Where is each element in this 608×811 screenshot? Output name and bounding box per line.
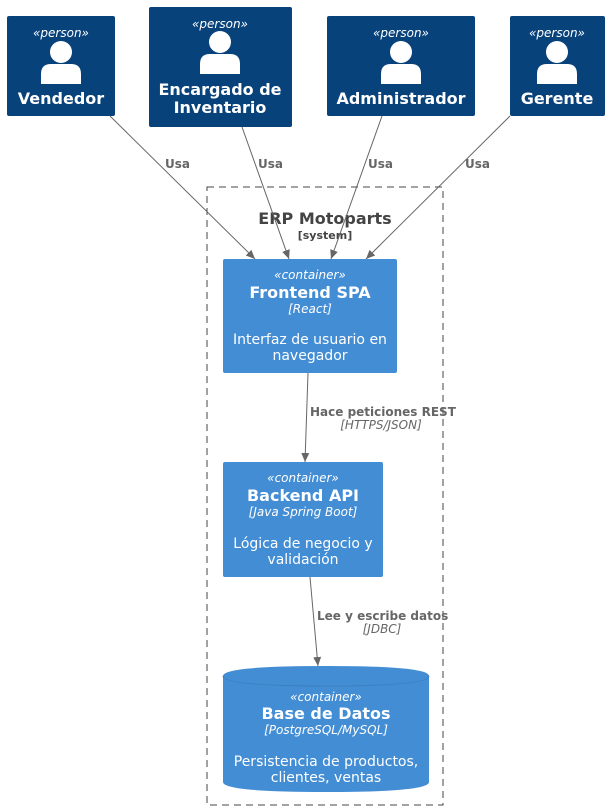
boundary-title: ERP Motoparts (258, 209, 391, 228)
person-name-line2: Inventario (174, 98, 267, 117)
person-name: Administrador (336, 89, 465, 108)
person-administrador[interactable]: «person» Administrador (327, 16, 475, 116)
container-name: Base de Datos (261, 704, 390, 723)
container-base-de-datos[interactable]: «container» Base de Datos [PostgreSQL/My… (222, 666, 430, 792)
container-tech: [PostgreSQL/MySQL] (264, 723, 388, 737)
container-stereotype: «container» (267, 471, 339, 485)
person-stereotype: «person» (529, 26, 585, 40)
person-name-line1: Encargado de (158, 80, 281, 99)
edge-label-backend-database: Lee y escribe datos (317, 609, 448, 623)
container-desc-line2: validación (267, 552, 338, 568)
person-stereotype: «person» (373, 26, 429, 40)
edge-inventario-frontend (241, 126, 290, 260)
edge-label-usa-administrador: Usa (368, 157, 393, 171)
person-encargado-inventario[interactable]: «person» Encargado de Inventario (149, 7, 292, 127)
container-desc-line1: Persistencia de productos, (234, 754, 419, 770)
container-desc-line2: navegador (272, 348, 347, 364)
person-name: Gerente (521, 89, 594, 108)
container-desc-line1: Interfaz de usuario en (233, 332, 387, 348)
edge-gerente-frontend (365, 115, 511, 260)
container-backend-api[interactable]: «container» Backend API [Java Spring Boo… (223, 462, 383, 577)
person-vendedor[interactable]: «person» Vendedor (7, 16, 115, 116)
edge-backend-database (309, 576, 322, 667)
container-tech: [Java Spring Boot] (249, 505, 358, 519)
edge-label-usa-inventario: Usa (258, 157, 283, 171)
edge-label-usa-gerente: Usa (465, 157, 490, 171)
container-tech: [React] (288, 302, 332, 316)
container-stereotype: «container» (290, 690, 362, 704)
container-desc-line1: Lógica de negocio y (233, 536, 372, 552)
person-name: Vendedor (18, 89, 105, 108)
boundary-subtitle: [system] (298, 229, 353, 242)
edge-tech-frontend-backend: [HTTPS/JSON] (340, 418, 422, 432)
edge-label-usa-vendedor: Usa (165, 157, 190, 171)
edge-label-frontend-backend: Hace peticiones REST (310, 405, 457, 419)
system-boundary (206, 186, 444, 806)
container-frontend-spa[interactable]: «container» Frontend SPA [React] Interfa… (223, 259, 397, 373)
edge-tech-backend-database: [JDBC] (363, 622, 402, 636)
container-stereotype: «container» (274, 268, 346, 282)
person-stereotype: «person» (192, 17, 248, 31)
person-gerente[interactable]: «person» Gerente (510, 16, 605, 116)
container-name: Frontend SPA (249, 283, 371, 302)
edge-vendedor-frontend (109, 115, 256, 260)
edge-administrador-frontend (330, 115, 383, 260)
container-name: Backend API (247, 486, 359, 505)
person-stereotype: «person» (33, 26, 89, 40)
edge-frontend-backend (301, 372, 310, 463)
container-desc-line2: clientes, ventas (271, 770, 381, 786)
